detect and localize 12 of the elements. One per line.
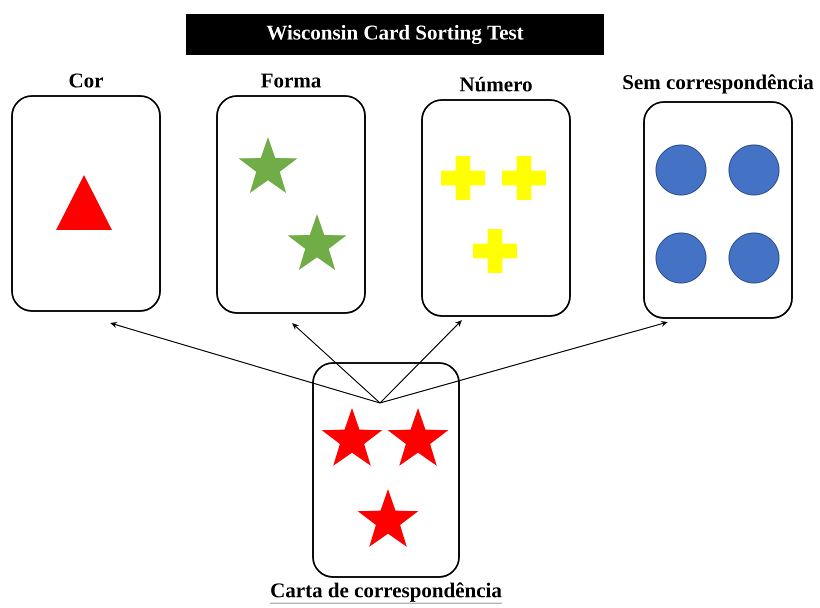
node-label: Sem correspondência (623, 74, 814, 94)
node-label: Forma (261, 74, 322, 88)
card: Cor (11, 73, 161, 312)
card: Carta de correspondência (270, 362, 502, 604)
node-label: Número (460, 76, 532, 92)
card: Número (421, 76, 571, 317)
arrow (380, 320, 462, 404)
node-label: Carta de correspondência (271, 582, 502, 602)
node-label: Cor (70, 73, 104, 88)
card: Sem correspondência (623, 74, 814, 319)
card: Forma (216, 74, 366, 314)
title-banner: Wisconsin Card Sorting Test (186, 14, 604, 55)
